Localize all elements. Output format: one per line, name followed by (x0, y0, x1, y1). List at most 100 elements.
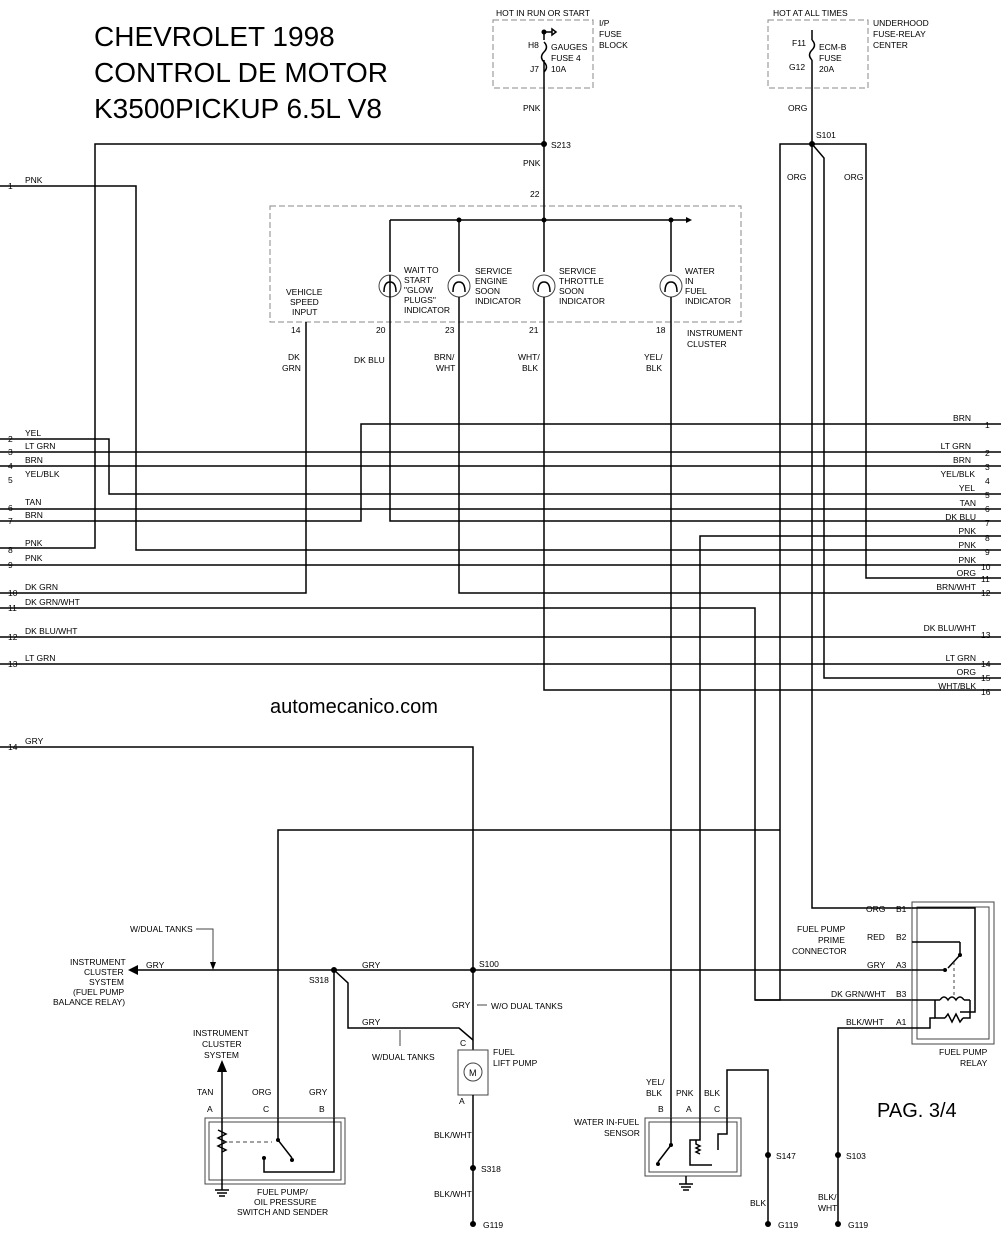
water-in-fuel-sensor: YEL/ BLK PNK BLK B A C WATER IN-FUEL SEN… (574, 1069, 798, 1230)
wire-label-dk-grn-1: DK (288, 352, 300, 362)
cluster-label-1: INSTRUMENT (687, 328, 743, 338)
right-pin-10: 10 (981, 562, 991, 572)
right-wire-10: PNK (959, 555, 977, 565)
pin-f11: F11 (792, 38, 806, 48)
underhood-label-2: FUSE-RELAY (873, 29, 926, 39)
left-pin-3: 3 (8, 447, 13, 457)
ground-point-g119b (765, 1221, 771, 1227)
sensor-label-2: SENSOR (604, 1128, 640, 1138)
left-pin-14: 14 (8, 742, 18, 752)
left-wire-12: DK BLU/WHT (25, 626, 77, 636)
right-wire-11: ORG (957, 568, 976, 578)
relay-pin-a1: A1 (896, 1017, 907, 1027)
left-pin-13: 13 (8, 659, 18, 669)
left-wire-14: GRY (25, 736, 44, 746)
ip-fuse-block: HOT IN RUN OR START I/P FUSE BLOCK H8 J7… (492, 8, 628, 89)
wire-label-blk-wht-ground: BLK/WHT (434, 1189, 472, 1199)
right-connector: BRN 1 LT GRN 2 BRN 3 YEL/BLK 4 YEL 5 TAN… (924, 413, 991, 697)
sts-label-4: INDICATOR (559, 296, 605, 306)
left-pin-6: 6 (8, 503, 13, 513)
ses-label-1: SERVICE (475, 266, 512, 276)
left-pin-5: 5 (8, 475, 13, 485)
prime-label-3: CONNECTOR (792, 946, 847, 956)
ic-system-label-5: BALANCE RELAY) (53, 997, 125, 1007)
wire-label-dk-grn-2: GRN (282, 363, 301, 373)
ip-fuse-block-label-1: I/P (599, 18, 610, 28)
splice-s100-label: S100 (479, 959, 499, 969)
gauges-fuse-label-1: GAUGES (551, 42, 588, 52)
wodual-label: W/O DUAL TANKS (491, 1001, 563, 1011)
right-wire-2: LT GRN (941, 441, 971, 451)
cluster-pin-18: 18 (656, 325, 666, 335)
wire-label-gry-s318: GRY (362, 1017, 381, 1027)
pin-j7: J7 (530, 64, 539, 74)
fuel-pump-relay: ORG B1 RED B2 GRY A3 DK GRN/WHT B3 BLK/W… (792, 901, 995, 1230)
wire-label-org-feed: ORG (788, 103, 807, 113)
wire-label-yel-blk-2: BLK (646, 363, 662, 373)
ses-label-4: INDICATOR (475, 296, 521, 306)
left-wire-7: BRN (25, 510, 43, 520)
arrow-up-icon (217, 1060, 227, 1072)
ses-label-2: ENGINE (475, 276, 508, 286)
cluster-pin-20: 20 (376, 325, 386, 335)
right-pin-14: 14 (981, 659, 991, 669)
right-pin-11: 11 (981, 574, 990, 584)
left-wire-2: YEL (25, 428, 41, 438)
cluster-pin-22: 22 (530, 189, 540, 199)
gauges-fuse-label-2: FUSE 4 (551, 53, 581, 63)
ic-system2-label-1: INSTRUMENT (193, 1028, 249, 1038)
switch-pin-c: C (263, 1104, 269, 1114)
ecm-fuse-label-1: ECM-B (819, 42, 847, 52)
wire-label-gry-mid: GRY (362, 960, 381, 970)
wire-label-blk-wht-relay-2: WHT (818, 1203, 837, 1213)
wire-label-blk-sensor: BLK (704, 1088, 720, 1098)
relay-pin-a3: A3 (896, 960, 907, 970)
ic-system2-label-2: CLUSTER (202, 1039, 242, 1049)
right-pin-13: 13 (981, 630, 991, 640)
right-wire-8: PNK (959, 526, 977, 536)
wire-label-brn-wht-1: BRN/ (434, 352, 455, 362)
sts-label-2: THROTTLE (559, 276, 604, 286)
service-throttle-bulb-icon (532, 274, 556, 298)
wire-label-gry-pump: GRY (452, 1000, 471, 1010)
wire-label-dk-blu: DK BLU (354, 355, 385, 365)
pin-g12: G12 (789, 62, 805, 72)
sts-label-3: SOON (559, 286, 584, 296)
cluster-pin-14: 14 (291, 325, 301, 335)
left-wire-4: BRN (25, 455, 43, 465)
wire-label-pnk-feed: PNK (523, 103, 541, 113)
glow-label-3: "GLOW (404, 285, 433, 295)
upper-wiring: PNK S213 PNK 22 ORG S101 ORG ORG (0, 60, 1001, 1001)
cluster-pin-23: 23 (445, 325, 455, 335)
ip-fuse-block-label-3: BLOCK (599, 40, 628, 50)
left-wire-5: YEL/BLK (25, 469, 60, 479)
left-wire-8: PNK (25, 538, 43, 548)
splice-s147 (765, 1152, 771, 1158)
left-wire-9: PNK (25, 553, 43, 563)
sts-label-1: SERVICE (559, 266, 596, 276)
wire-label-blk-ground: BLK (750, 1198, 766, 1208)
wif-label-2: IN (685, 276, 694, 286)
ground-icon (679, 1183, 693, 1191)
sensor-label-1: WATER IN-FUEL (574, 1117, 639, 1127)
wif-label-1: WATER (685, 266, 715, 276)
vss-label-1: VEHICLE (286, 287, 323, 297)
ground-point-g119a (470, 1221, 476, 1227)
cluster-pin-21: 21 (529, 325, 539, 335)
wire-label-yel-blk-1: YEL/ (644, 352, 663, 362)
glow-label-5: INDICATOR (404, 305, 450, 315)
motor-icon (463, 1062, 483, 1082)
ip-fuse-block-label-2: FUSE (599, 29, 622, 39)
wire-label-blk-wht-relay-1: BLK/ (818, 1192, 837, 1202)
wdual-label-b: W/DUAL TANKS (372, 1052, 435, 1062)
wire-label-tan: TAN (197, 1087, 213, 1097)
cluster-output-wires: DK GRN DK BLU BRN/ WHT WHT/ BLK YEL/ BLK (0, 322, 1001, 1118)
fuel-lift-label-2: LIFT PUMP (493, 1058, 538, 1068)
ic-system2-label-3: SYSTEM (204, 1050, 239, 1060)
ic-system-label-3: SYSTEM (89, 977, 124, 987)
prime-label-2: PRIME (818, 935, 845, 945)
ground-point-g119c (835, 1221, 841, 1227)
lower-wiring: S100 S318 GRY GRY INSTRUMENT CLUSTER SYS… (53, 829, 912, 1118)
underhood-fuse-box (767, 19, 869, 89)
wif-label-4: INDICATOR (685, 296, 731, 306)
